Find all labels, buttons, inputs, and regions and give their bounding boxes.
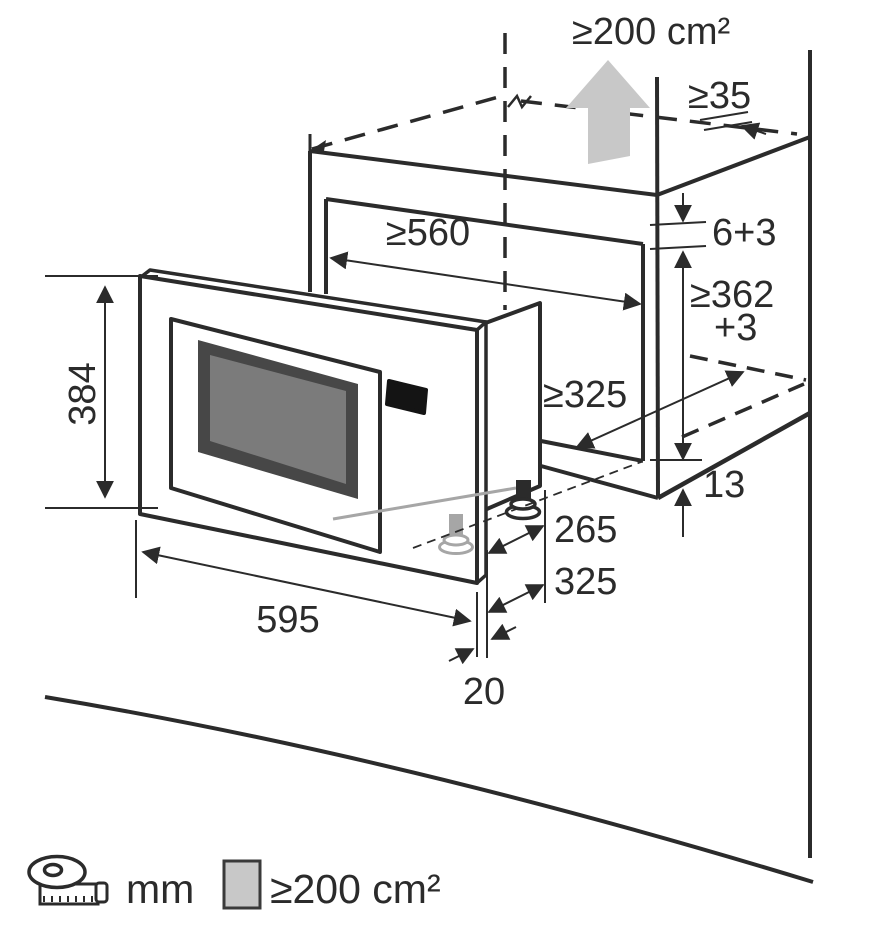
hidden-floor-edge-dashed-line	[412, 461, 642, 549]
niche-height-tolerance-label: +3	[714, 307, 757, 349]
base-thickness-label: 13	[703, 464, 745, 506]
vent-area-swatch	[222, 859, 262, 910]
airflow-up-arrow-icon	[566, 60, 650, 164]
legend: mm ≥200 cm²	[27, 854, 441, 912]
dim-560-arrow	[329, 251, 642, 311]
niche-floor-front-edge-line	[540, 439, 644, 463]
dim-20-arrow-left	[448, 648, 475, 665]
cabinet-right-stile-line	[655, 76, 660, 499]
vent-area-top-label: ≥200 cm²	[572, 11, 730, 53]
feet-setback-label: 265	[554, 509, 617, 551]
niche-floor-back-hidden-line	[689, 354, 807, 382]
unit-label: mm	[126, 866, 194, 912]
legend-vent-area-label: ≥200 cm²	[270, 866, 441, 912]
feet-total-depth-label: 325	[554, 561, 617, 603]
vent-plane-left-dashed-line	[311, 94, 503, 151]
dim-265-arrow	[487, 525, 545, 554]
front-foot-rim	[442, 533, 470, 547]
oven-height-label: 384	[62, 362, 104, 425]
dimensions: 384 595 ≥560 6+3 ≥362 +3 ≥325 13 265 325	[45, 75, 776, 713]
dim-35-tick-top	[699, 111, 749, 121]
top-clearance-label: ≥35	[688, 75, 751, 117]
control-display	[385, 379, 428, 415]
rear-foot-rim	[509, 497, 537, 511]
cabinet-top-front-edge-line	[309, 149, 658, 197]
dim-35-arrow	[740, 122, 767, 140]
vent-plane-back-dashed-line	[520, 99, 798, 136]
cabinet-base-bottom-edge-line	[656, 411, 812, 500]
dim-325-depth-arrow	[487, 584, 545, 613]
vent-plane-corner-arrowhead	[311, 140, 326, 151]
niche-height-label: ≥362	[690, 274, 774, 316]
oven-width-label: 595	[256, 599, 319, 641]
dim-20-arrow-right	[490, 623, 517, 640]
top-gap-label: 6+3	[712, 212, 776, 254]
tape-hub	[42, 862, 64, 878]
door-window-glass	[210, 355, 346, 484]
niche-depth-label: ≥325	[543, 374, 627, 416]
cabinet-top-right-edge-line	[656, 135, 811, 197]
dim-6plus3-tick-top	[649, 221, 707, 226]
tape-measure-icon	[27, 854, 109, 906]
hidden-bottom-edge-line	[332, 486, 517, 521]
tape-end-cap	[94, 881, 109, 904]
cabinet-bottom-front-edge-line	[540, 464, 659, 500]
vent-plane-break-mark	[507, 93, 532, 110]
dim-6plus3-tick-bottom	[649, 245, 707, 250]
dim-595-arrow	[141, 546, 472, 627]
niche-width-label: ≥560	[386, 212, 470, 254]
front-overhang-label: 20	[463, 671, 505, 713]
niche-top-inner-edge-line	[325, 197, 644, 246]
floor-line	[44, 695, 814, 884]
dim-325-niche-arrow	[575, 370, 745, 449]
ventilation-channel: ≥200 cm²	[311, 11, 798, 310]
